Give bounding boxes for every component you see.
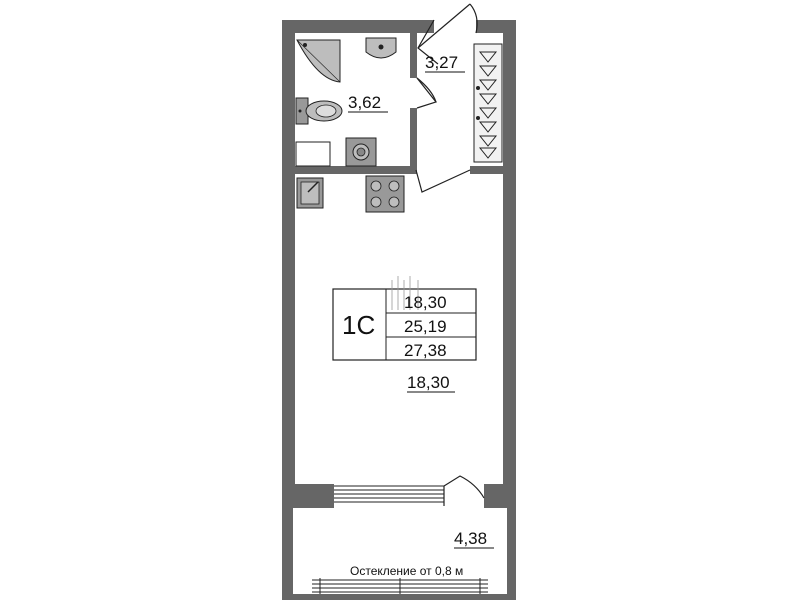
balcony-glazing [312, 578, 488, 594]
area-legend [332, 276, 477, 361]
legend-type: 1С [342, 310, 375, 340]
shower [296, 39, 341, 83]
hall-area-label: 3,27 [425, 53, 458, 72]
washing-machine [345, 137, 377, 167]
bathroom-niche [295, 141, 331, 167]
bathroom-sink [365, 37, 397, 59]
inner-wall-horizontal-right [470, 166, 516, 174]
wall-top-left [282, 20, 434, 33]
balcony-wall-right [507, 506, 516, 598]
pier-right [484, 484, 516, 508]
entrance-door [417, 3, 478, 65]
wardrobe [473, 43, 503, 163]
legend-total: 25,19 [404, 317, 447, 336]
bathroom-wall [410, 20, 417, 78]
bathroom-wall-lower [410, 108, 417, 174]
balcony-door [443, 475, 485, 506]
wall-left [282, 20, 295, 486]
balcony-area-label: 4,38 [454, 529, 487, 548]
bathroom-area-label: 3,62 [348, 93, 381, 112]
balcony-glazing-note: Остекление от 0,8 м [350, 564, 463, 578]
kitchen-door [415, 169, 471, 193]
living-area-label: 18,30 [407, 373, 450, 392]
pier-left [282, 484, 334, 508]
toilet [295, 97, 343, 125]
balcony-wall-left [282, 506, 293, 598]
balcony-window [334, 485, 444, 503]
bathroom-door [416, 77, 438, 109]
legend-living: 18,30 [404, 293, 447, 312]
walls [282, 20, 516, 598]
balcony-floor-edge [282, 594, 516, 600]
legend-total-balcony: 27,38 [404, 341, 447, 360]
wall-right [503, 20, 516, 486]
stove [365, 175, 405, 213]
kitchen-sink [296, 177, 324, 209]
inner-wall-horizontal [282, 166, 416, 174]
